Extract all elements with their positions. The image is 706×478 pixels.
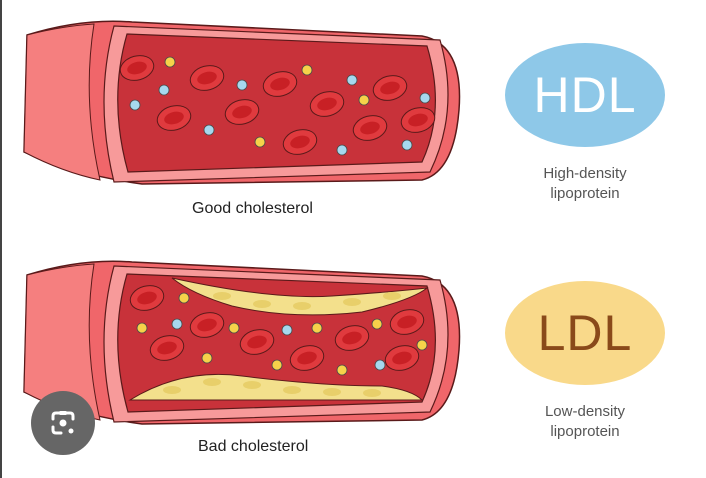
ldl-particle [164,56,176,68]
red-blood-cell-center [157,341,177,355]
ldl-particle [416,339,428,351]
red-blood-cell-center [342,331,362,345]
red-blood-cell-center [380,81,400,95]
vessel-end-cap [23,23,101,181]
hdl-particle [158,84,170,96]
hdl-badge: HDL [505,43,665,147]
bad-cholesterol-caption: Bad cholesterol [198,438,309,455]
hdl-label-line2: lipoprotein [550,185,620,202]
ldl-particle [254,136,266,148]
red-blood-cell-center [360,121,380,135]
ldl-particle [336,364,348,376]
plaque-fat-globule [213,292,231,300]
red-blood-cell-center [397,315,417,329]
ldl-label: Low-density lipoprotein [505,402,665,442]
red-blood-cell-center [270,77,290,91]
hdl-particle [236,79,248,91]
vessel-lumen [117,33,436,173]
red-blood-cell-center [164,111,184,125]
plaque-fat-globule [243,381,261,389]
hdl-particle [346,74,358,86]
ldl-particle [358,94,370,106]
hdl-particle [203,124,215,136]
red-blood-cell-center [127,61,147,75]
plaque-top [171,277,429,316]
clogged-artery [23,260,461,425]
healthy-artery [23,20,461,185]
good-cholesterol-caption: Good cholesterol [192,200,313,217]
ldl-label-line1: Low-density [544,403,626,420]
red-blood-cell-center [137,291,157,305]
plaque-fat-globule [283,386,301,394]
hdl-label: High-density lipoprotein [505,164,665,204]
red-blood-cell-center [197,318,217,332]
plaque-fat-globule [383,292,401,300]
ldl-particle [201,352,213,364]
red-blood-cell-center [392,351,412,365]
hdl-particle [171,318,183,330]
plaque-fat-globule [343,298,361,306]
ldl-badge: LDL [505,281,665,385]
ldl-particle [371,318,383,330]
plaque-fat-globule [203,378,221,386]
red-blood-cell-center [297,351,317,365]
plaque-fat-globule [293,302,311,310]
red-blood-cell-center [197,71,217,85]
ldl-particle [228,322,240,334]
hdl-particle [401,139,413,151]
ldl-particle [301,64,313,76]
ldl-label-line2: lipoprotein [550,423,620,440]
plaque-fat-globule [253,300,271,308]
plaque-fat-globule [163,386,181,394]
plaque-fat-globule [323,388,341,396]
hdl-particle [374,359,386,371]
hdl-particle [336,144,348,156]
plaque-fat-globule [363,389,381,397]
google-lens-button[interactable] [31,391,95,455]
ldl-particle [178,292,190,304]
red-blood-cell-center [247,335,267,349]
hdl-particle [419,92,431,104]
red-blood-cell-center [290,135,310,149]
plaque-bottom [128,373,424,401]
red-blood-cell-center [317,97,337,111]
hdl-particle [281,324,293,336]
ldl-particle [271,359,283,371]
ldl-particle [311,322,323,334]
hdl-label-line1: High-density [543,165,627,182]
red-blood-cell-center [408,113,428,127]
ldl-particle [136,322,148,334]
red-blood-cell-center [232,105,252,119]
hdl-particle [129,99,141,111]
google-lens-icon [51,411,75,435]
